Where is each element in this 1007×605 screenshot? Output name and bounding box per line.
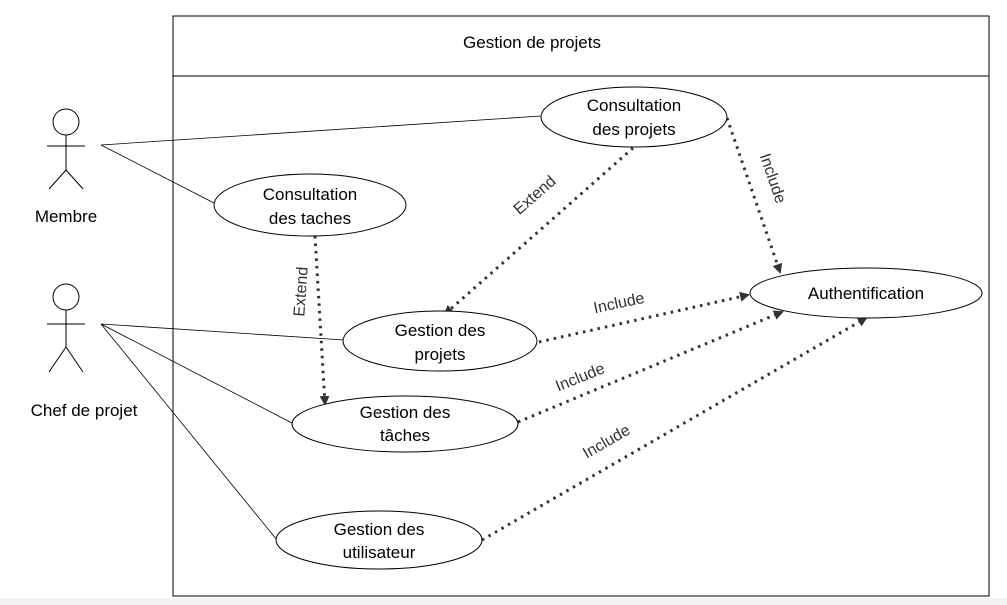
use-case-consultation-taches[interactable]: Consultation des taches <box>213 173 407 237</box>
actor-label-membre: Membre <box>35 207 97 226</box>
use-case-gestion-utilisateur[interactable]: Gestion des utilisateur <box>275 510 483 570</box>
use-case-label-line1: Gestion des <box>360 403 451 422</box>
extend-arrow-taches <box>313 235 330 406</box>
actor-right-leg <box>65 169 84 190</box>
association-chef-gestion-taches <box>100 323 293 424</box>
include-label-projets: Include <box>592 290 646 317</box>
actor-label-chef-de-projet: Chef de projet <box>31 401 138 420</box>
actor-chef-de-projet[interactable]: Chef de projet <box>31 283 138 420</box>
use-case-label-line2: projets <box>414 345 465 364</box>
association-membre-consultation-projets <box>100 115 542 146</box>
include-label-taches: Include <box>553 360 607 395</box>
include-arrow-utilisateur <box>481 316 868 542</box>
include-arrow-consultation <box>725 117 783 274</box>
use-case-label-line1: Consultation <box>587 96 682 115</box>
bottom-strip <box>0 598 1007 605</box>
extend-arrow-projets <box>443 146 634 316</box>
actor-left-leg <box>48 169 67 190</box>
include-arrow-projets <box>538 291 750 344</box>
use-case-authentification[interactable]: Authentification <box>749 267 983 319</box>
actor-left-leg <box>48 346 67 373</box>
use-case-consultation-projets[interactable]: Consultation des projets <box>540 86 728 148</box>
extend-label-taches: Extend <box>291 266 311 317</box>
include-arrow-taches <box>517 310 784 424</box>
use-case-label-line2: des taches <box>269 209 351 228</box>
extend-label-projets: Extend <box>511 173 560 219</box>
actor-head <box>52 283 80 311</box>
association-chef-gestion-utilisateur <box>100 323 278 541</box>
use-case-gestion-projets[interactable]: Gestion des projets <box>342 310 538 372</box>
use-case-label-line2: tâches <box>380 426 430 445</box>
association-chef-gestion-projets <box>100 323 345 341</box>
actor-membre[interactable]: Membre <box>35 108 97 226</box>
system-title: Gestion de projets <box>463 33 601 52</box>
actor-right-leg <box>65 346 84 373</box>
use-case-label-line2: des projets <box>592 120 675 139</box>
use-case-label-line1: Gestion des <box>395 321 486 340</box>
association-membre-consultation-taches <box>100 144 215 204</box>
use-case-label: Authentification <box>808 284 924 303</box>
include-label-consultation: Include <box>756 151 789 205</box>
system-boundary <box>172 15 990 597</box>
actor-head <box>52 108 80 136</box>
use-case-label-line1: Consultation <box>263 185 358 204</box>
use-case-label-line1: Gestion des <box>334 520 425 539</box>
use-case-gestion-taches[interactable]: Gestion des tâches <box>291 395 519 453</box>
use-case-label-line2: utilisateur <box>343 543 416 562</box>
